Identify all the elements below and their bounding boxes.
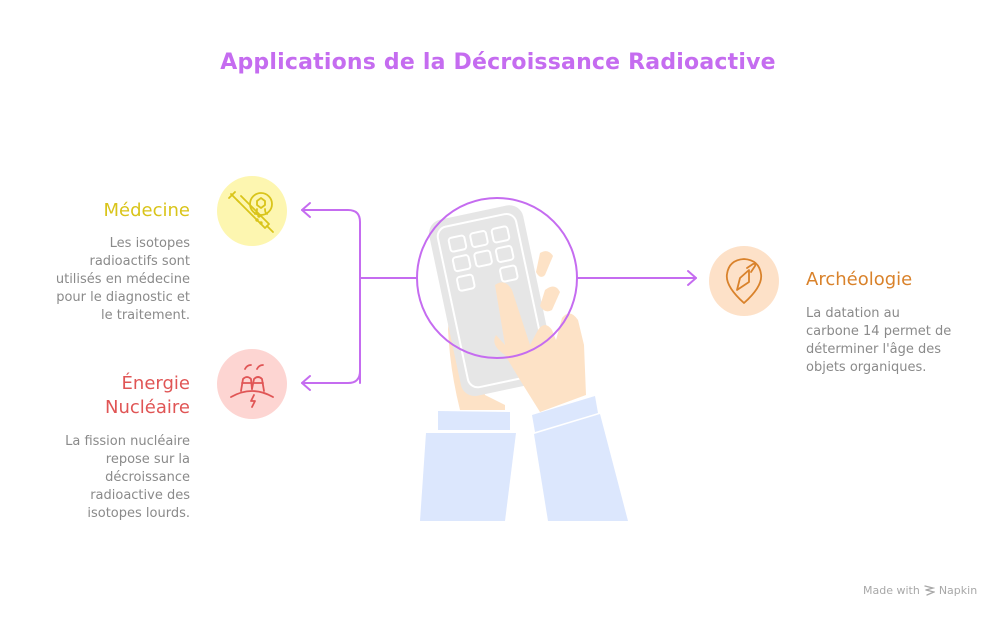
archeologie-heading: Archéologie bbox=[806, 269, 913, 290]
desc-line: radioactifs sont bbox=[89, 254, 191, 269]
desc-line: décroissance bbox=[105, 470, 190, 485]
medecine-icon-circle bbox=[217, 176, 287, 246]
medecine-description: Les isotopes radioactifs sont utilisés e… bbox=[20, 235, 190, 325]
desc-line: pour le diagnostic et bbox=[56, 290, 190, 305]
desc-line: La datation au bbox=[806, 306, 900, 321]
napkin-brand-label: Napkin bbox=[938, 584, 978, 597]
desc-line: carbone 14 permet de bbox=[806, 324, 952, 339]
desc-line: repose sur la bbox=[105, 452, 190, 467]
desc-line: le traitement. bbox=[101, 308, 190, 323]
nuclear-plant-icon bbox=[230, 364, 274, 408]
desc-line: objets organiques. bbox=[806, 360, 927, 375]
trowel-location-icon bbox=[725, 258, 763, 304]
desc-line: utilisés en médecine bbox=[55, 272, 190, 287]
desc-line: radioactive des bbox=[90, 488, 190, 503]
desc-line: Les isotopes bbox=[109, 236, 190, 251]
archeologie-description: La datation au carbone 14 permet de déte… bbox=[806, 305, 986, 377]
hands-illustration bbox=[420, 205, 628, 521]
energie-description: La fission nucléaire repose sur la décro… bbox=[20, 433, 190, 523]
medecine-heading: Médecine bbox=[103, 200, 190, 221]
page-title: Applications de la Décroissance Radioact… bbox=[220, 50, 776, 75]
desc-line: déterminer l'âge des bbox=[806, 342, 942, 357]
left-connector bbox=[301, 202, 418, 391]
energie-icon-circle bbox=[217, 349, 287, 419]
napkin-logo-icon bbox=[924, 585, 935, 596]
heading-line: Nucléaire bbox=[105, 397, 190, 418]
archeologie-icon-circle bbox=[709, 246, 779, 316]
syringe-cell-icon bbox=[228, 191, 274, 233]
right-connector bbox=[576, 270, 697, 286]
heading-line: Énergie bbox=[121, 373, 190, 394]
made-with-label: Made with bbox=[863, 584, 920, 597]
desc-line: isotopes lourds. bbox=[87, 506, 190, 521]
desc-line: La fission nucléaire bbox=[65, 434, 190, 449]
made-with-napkin: Made with Napkin bbox=[863, 584, 977, 597]
energie-heading: Énergie Nucléaire bbox=[60, 372, 190, 420]
